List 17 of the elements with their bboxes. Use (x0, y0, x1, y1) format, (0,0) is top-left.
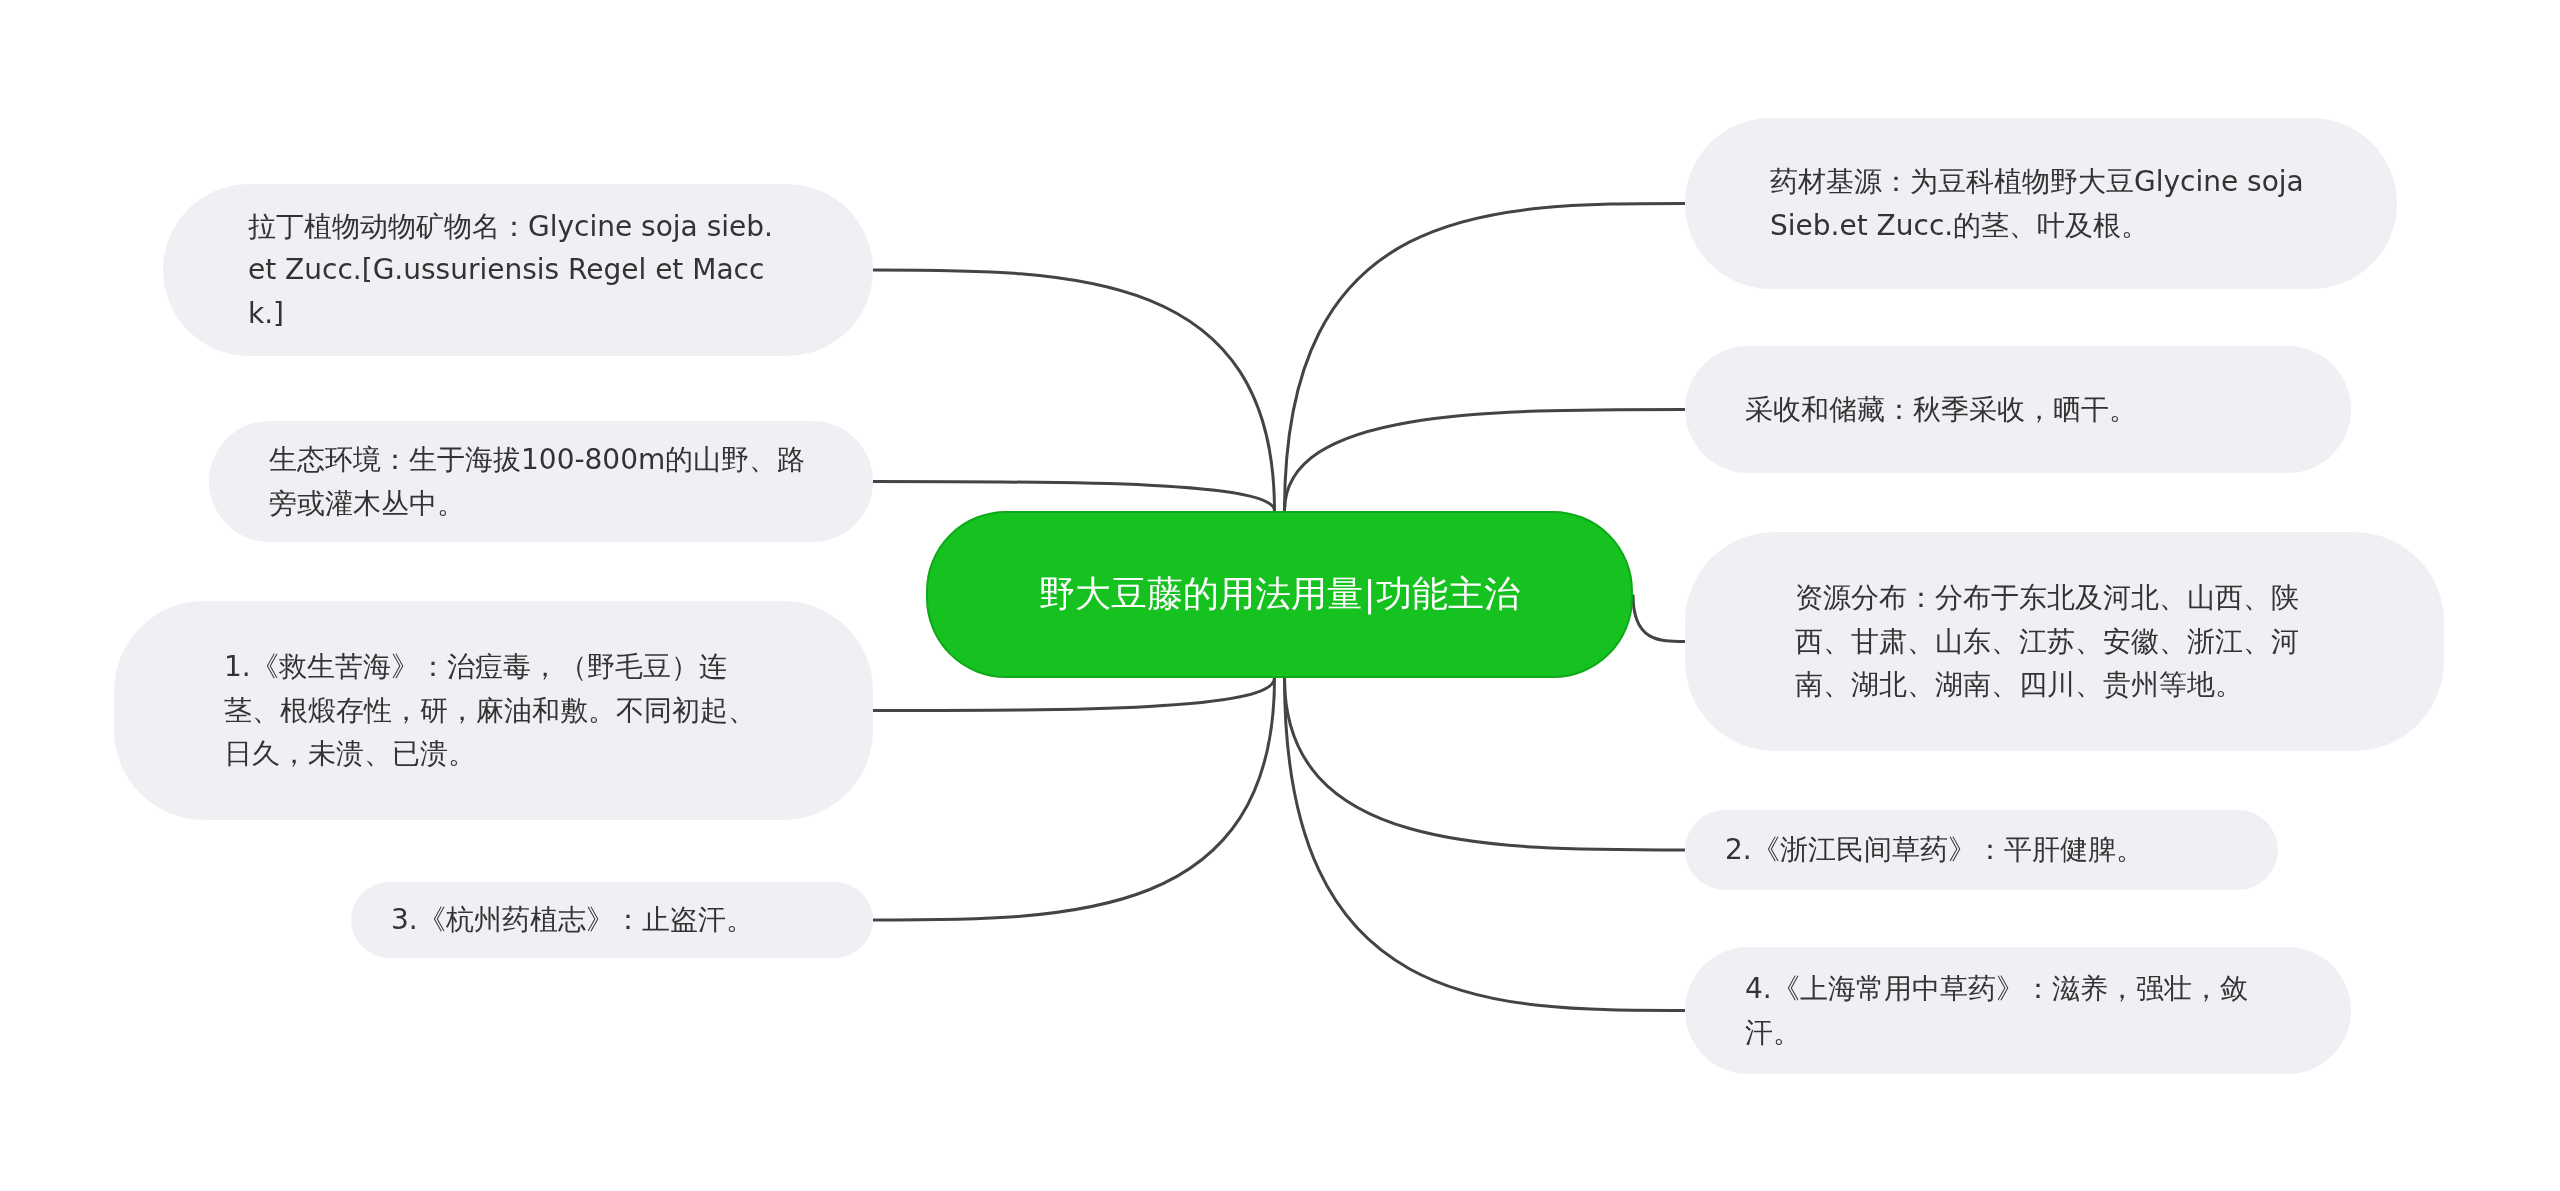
connector-line (873, 268, 1276, 512)
topic-text: 2.《浙江民间草药》：平肝健脾。 (1725, 832, 2144, 869)
central-topic-text: 野大豆藤的用法用量|功能主治 (1039, 572, 1520, 617)
connector-line (1283, 677, 1685, 1012)
connector-line (873, 677, 1276, 922)
topic-text: 3.《杭州药植志》：止盗汗。 (391, 902, 754, 939)
topic-text: 拉丁植物动物矿物名：Glycine soja sieb.et Zucc.[G.ussuriensis Regel et Macck.] (248, 208, 774, 332)
connector-line (873, 677, 1276, 712)
topic-text: 生态环境：生于海拔100-800m的山野、路旁或灌木丛中。 (269, 442, 807, 522)
topic-text: 采收和储藏：秋季采收，晒干。 (1745, 391, 2137, 428)
connector-line (1283, 408, 1685, 512)
topic-text: 4.《上海常用中草药》：滋养，强壮，敛汗。 (1745, 971, 2249, 1051)
connector-line (873, 480, 1276, 512)
topic-text: 资源分布：分布于东北及河北、山西、陕西、甘肃、山东、江苏、安徽、浙江、河南、湖北、湖南、四川、贵州等地。 (1795, 580, 2300, 704)
topic-text: 1.《救生苦海》：治痘毒，（野毛豆）连茎、根煅存性，研，麻油和敷。不同初起、日久，未溃、已溃。 (224, 649, 757, 773)
topic-text: 药材基源：为豆科植物野大豆Glycine soja Sieb.et Zucc.的茎、叶及根。 (1770, 164, 2305, 244)
connector-line (1631, 594, 1685, 643)
